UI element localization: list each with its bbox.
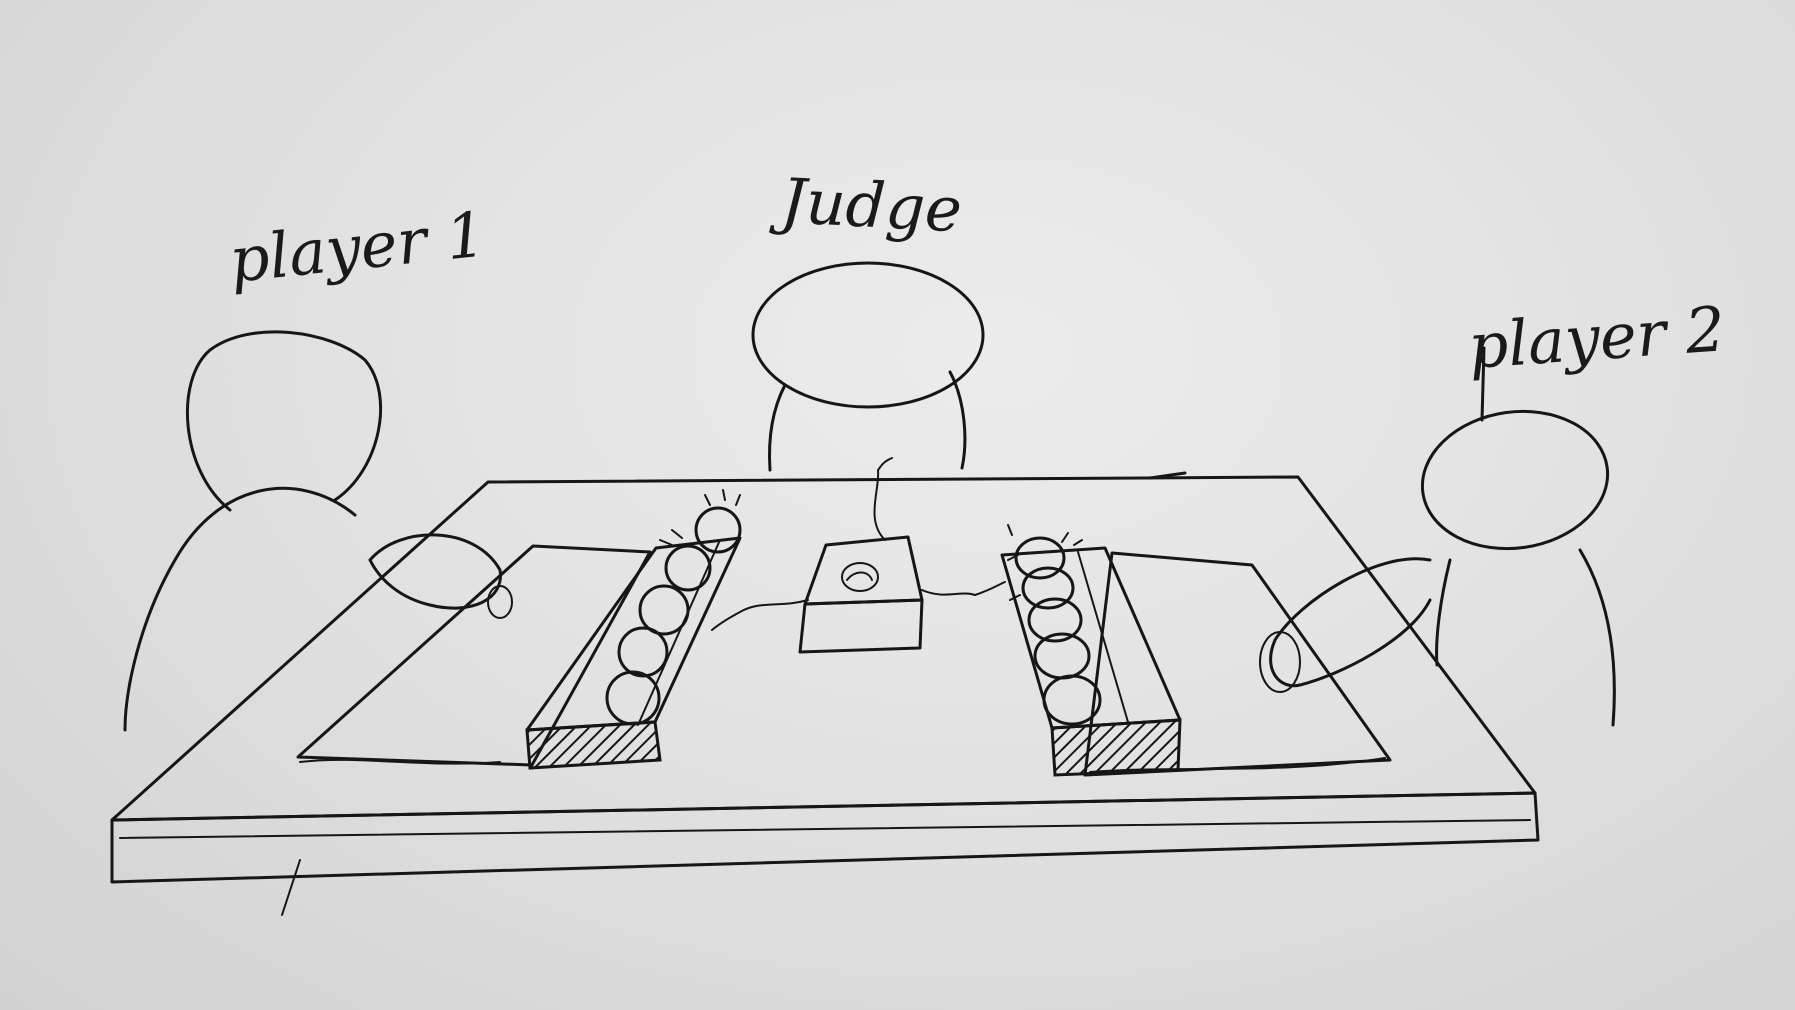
- player2-play-area: [1002, 525, 1390, 775]
- judge-label: Judge: [768, 164, 963, 247]
- table-front-face: [112, 793, 1538, 882]
- player2-figure: [1260, 348, 1617, 725]
- player1-rail-front-hatched: [527, 722, 660, 768]
- judge-left-shoulder: [770, 385, 785, 470]
- judge-wire-up: [874, 458, 892, 540]
- player2-head: [1413, 400, 1616, 561]
- player2-label: player 2: [1466, 292, 1727, 383]
- player2-body-left: [1437, 560, 1450, 665]
- player2-motion-lines: [1008, 525, 1082, 600]
- table-top: [112, 477, 1535, 820]
- player1-ball: [488, 586, 512, 618]
- table: [112, 473, 1538, 915]
- player2-neck-line: [1482, 348, 1484, 420]
- player2-rail-front-hatched: [1052, 720, 1180, 775]
- judge-box-top: [805, 537, 922, 604]
- player1-figure: [125, 332, 512, 730]
- player1-play-area: [298, 490, 740, 768]
- judge-wire-left: [712, 600, 808, 630]
- player1-rail-inner: [638, 540, 720, 725]
- judge-button: [842, 563, 878, 591]
- player1-head: [187, 332, 380, 510]
- player2-ball-5: [1044, 676, 1100, 724]
- judge-right-shoulder: [950, 372, 965, 468]
- table-left-leg-stroke: [282, 860, 300, 915]
- player1-label: player 1: [226, 197, 489, 296]
- judge-wire-right: [922, 582, 1005, 595]
- player1-ball-3: [640, 586, 688, 634]
- table-front-inner-line: [120, 820, 1530, 838]
- player1-ball-5: [607, 672, 659, 724]
- player2-hand: [1260, 632, 1300, 692]
- player2-body-right: [1580, 550, 1614, 725]
- player2-balls: [1016, 538, 1100, 724]
- player2-ball-1: [1016, 538, 1064, 578]
- judge-figure: [753, 263, 983, 470]
- player2-rail-inner: [1078, 552, 1128, 722]
- player1-ball-2: [666, 546, 710, 590]
- player1-ball-4: [619, 628, 667, 676]
- judge-box-front: [800, 600, 922, 652]
- judge-button-inner: [847, 573, 872, 581]
- judge-button-device: [712, 458, 1005, 652]
- player1-body: [125, 488, 355, 730]
- judge-head: [753, 263, 983, 407]
